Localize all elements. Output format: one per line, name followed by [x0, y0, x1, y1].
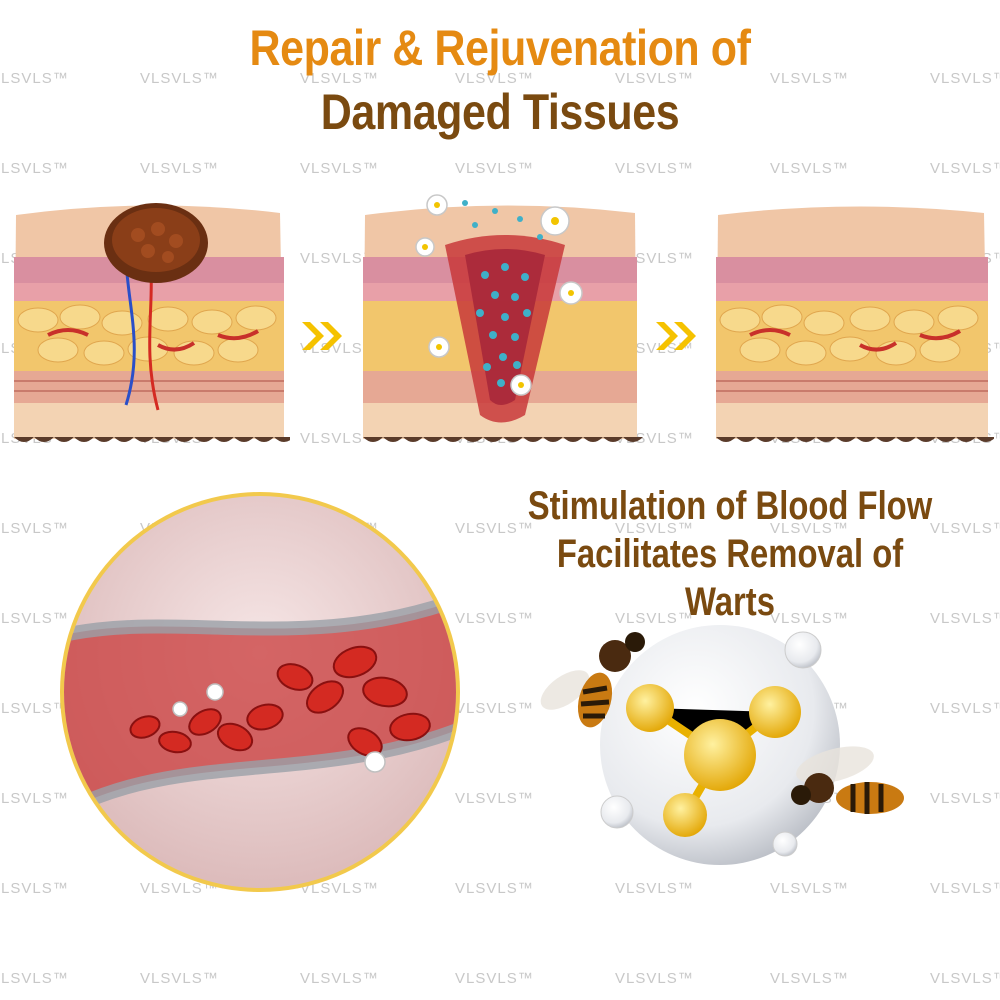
watermark-text: VLSVLS™: [930, 790, 1000, 807]
watermark-text: VLSVLS™: [770, 160, 849, 177]
watermark-text: VLSVLS™: [930, 970, 1000, 987]
page-title-line1: Repair & Rejuvenation of: [249, 20, 751, 76]
watermark-text: VLSVLS™: [0, 70, 69, 87]
watermark-text: VLSVLS™: [455, 160, 534, 177]
watermark-text: VLSVLS™: [930, 160, 1000, 177]
watermark-text: VLSVLS™: [0, 160, 69, 177]
watermark-text: VLSVLS™: [770, 970, 849, 987]
blood-vessel-icon: [60, 492, 460, 892]
watermark-text: VLSVLS™: [770, 880, 849, 897]
skin-healing-icon: [363, 194, 643, 442]
watermark-text: VLSVLS™: [0, 970, 69, 987]
page-title-line2: Damaged Tissues: [320, 84, 680, 140]
subtitle-line2: Facilitates Removal of Warts: [556, 532, 904, 624]
chevron-right-icon: [302, 322, 342, 350]
watermark-text: VLSVLS™: [300, 970, 379, 987]
watermark-text: VLSVLS™: [140, 160, 219, 177]
subtitle-line1: Stimulation of Blood Flow: [527, 484, 933, 528]
watermark-text: VLSVLS™: [455, 700, 534, 717]
watermark-text: VLSVLS™: [930, 880, 1000, 897]
watermark-text: VLSVLS™: [615, 880, 694, 897]
watermark-text: VLSVLS™: [140, 970, 219, 987]
healthy-skin-icon: [716, 206, 994, 442]
chevron-right-icon: [656, 322, 696, 350]
watermark-text: VLSVLS™: [455, 970, 534, 987]
watermark-text: VLSVLS™: [615, 160, 694, 177]
watermark-text: VLSVLS™: [930, 70, 1000, 87]
watermark-text: VLSVLS™: [455, 790, 534, 807]
watermark-text: VLSVLS™: [930, 700, 1000, 717]
skin-with-wart-icon: [14, 203, 290, 442]
watermark-text: VLSVLS™: [615, 970, 694, 987]
bee-molecule-icon: [540, 625, 904, 865]
watermark-text: VLSVLS™: [455, 880, 534, 897]
watermark-text: VLSVLS™: [300, 160, 379, 177]
